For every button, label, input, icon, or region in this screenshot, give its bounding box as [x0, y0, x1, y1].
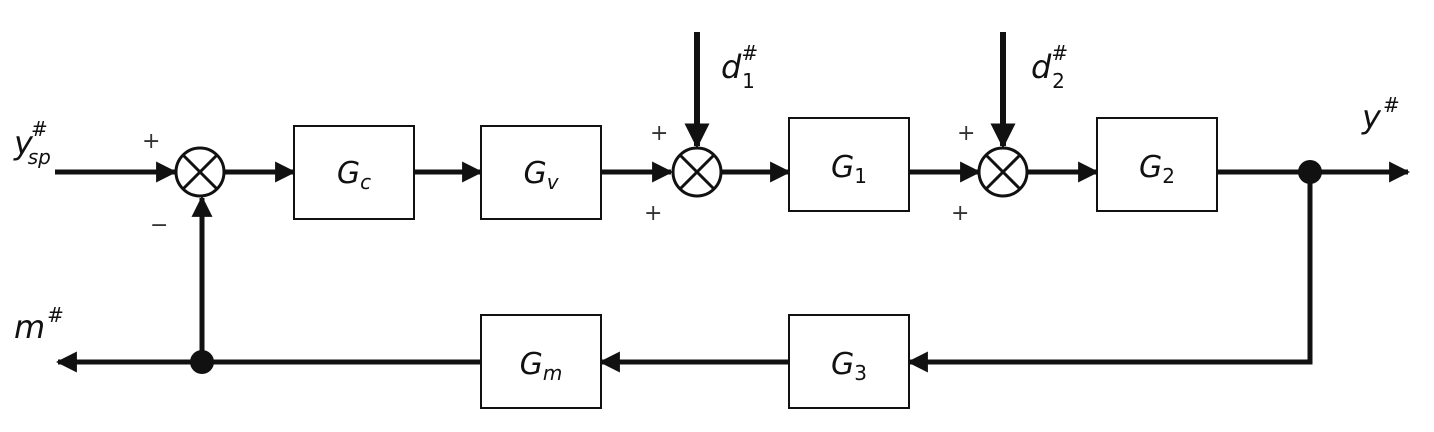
block-valve-sub: v	[547, 170, 560, 194]
disturbance-1-label-sup: #	[741, 41, 758, 65]
sum3-sign-top: +	[957, 121, 975, 146]
setpoint-label: y#sp	[13, 117, 51, 169]
block-valve: Gv	[480, 125, 602, 220]
signal-lines	[55, 32, 1411, 373]
svg-text:Gm: Gm	[520, 347, 563, 385]
block-process-2: G2	[1096, 117, 1218, 212]
block-measurement-main: G	[520, 347, 543, 382]
block-process-1-main: G	[831, 150, 854, 185]
svg-text:G3: G3	[831, 347, 867, 385]
block-process-2-sub: 2	[1162, 164, 1175, 188]
block-controller: Gc	[293, 125, 415, 220]
svg-text:G1: G1	[831, 150, 867, 188]
block-controller-sub: c	[360, 170, 371, 194]
disturbance-2-label-sup: #	[1051, 41, 1068, 65]
block-measurement: Gm	[480, 314, 602, 409]
branch-point-output	[1298, 160, 1322, 184]
block-sensor-3-main: G	[831, 347, 854, 382]
output-label-sup: #	[1383, 93, 1400, 117]
block-sensor-3: G3	[788, 314, 910, 409]
measured-label-sup: #	[47, 303, 64, 327]
measured-label: m#	[14, 303, 64, 346]
summing-junction-1	[174, 146, 226, 198]
svg-text:Gc: Gc	[337, 156, 371, 194]
block-process-1: G1	[788, 117, 910, 212]
setpoint-label-sup: #	[31, 117, 48, 141]
sum2-sign-top: +	[650, 121, 668, 146]
sum3-sign-bottom: +	[951, 201, 969, 226]
sum1-sign-bottom: −	[150, 213, 168, 238]
sum2-sign-bottom: +	[644, 201, 662, 226]
disturbance-2-label-sub: 2	[1052, 69, 1065, 93]
disturbance-1-label-sub: 1	[742, 69, 755, 93]
output-label: y#	[1361, 93, 1400, 136]
block-measurement-sub: m	[543, 361, 562, 385]
setpoint-label-sub: sp	[28, 145, 51, 169]
block-sensor-3-sub: 3	[854, 361, 867, 385]
svg-text:Gv: Gv	[523, 156, 559, 194]
block-process-1-sub: 1	[854, 164, 867, 188]
disturbance-1-label: d#1	[721, 41, 758, 93]
disturbance-2-label: d#2	[1031, 41, 1068, 93]
summing-junction-3	[977, 146, 1029, 198]
summing-junction-2	[671, 146, 723, 198]
line-output-feedback	[906, 172, 1313, 373]
block-valve-main: G	[523, 156, 546, 191]
svg-text:G2: G2	[1139, 150, 1175, 188]
block-controller-main: G	[337, 156, 360, 191]
sum1-sign-top: +	[142, 129, 160, 154]
branch-point-measured	[190, 350, 214, 374]
block-process-2-main: G	[1139, 150, 1162, 185]
